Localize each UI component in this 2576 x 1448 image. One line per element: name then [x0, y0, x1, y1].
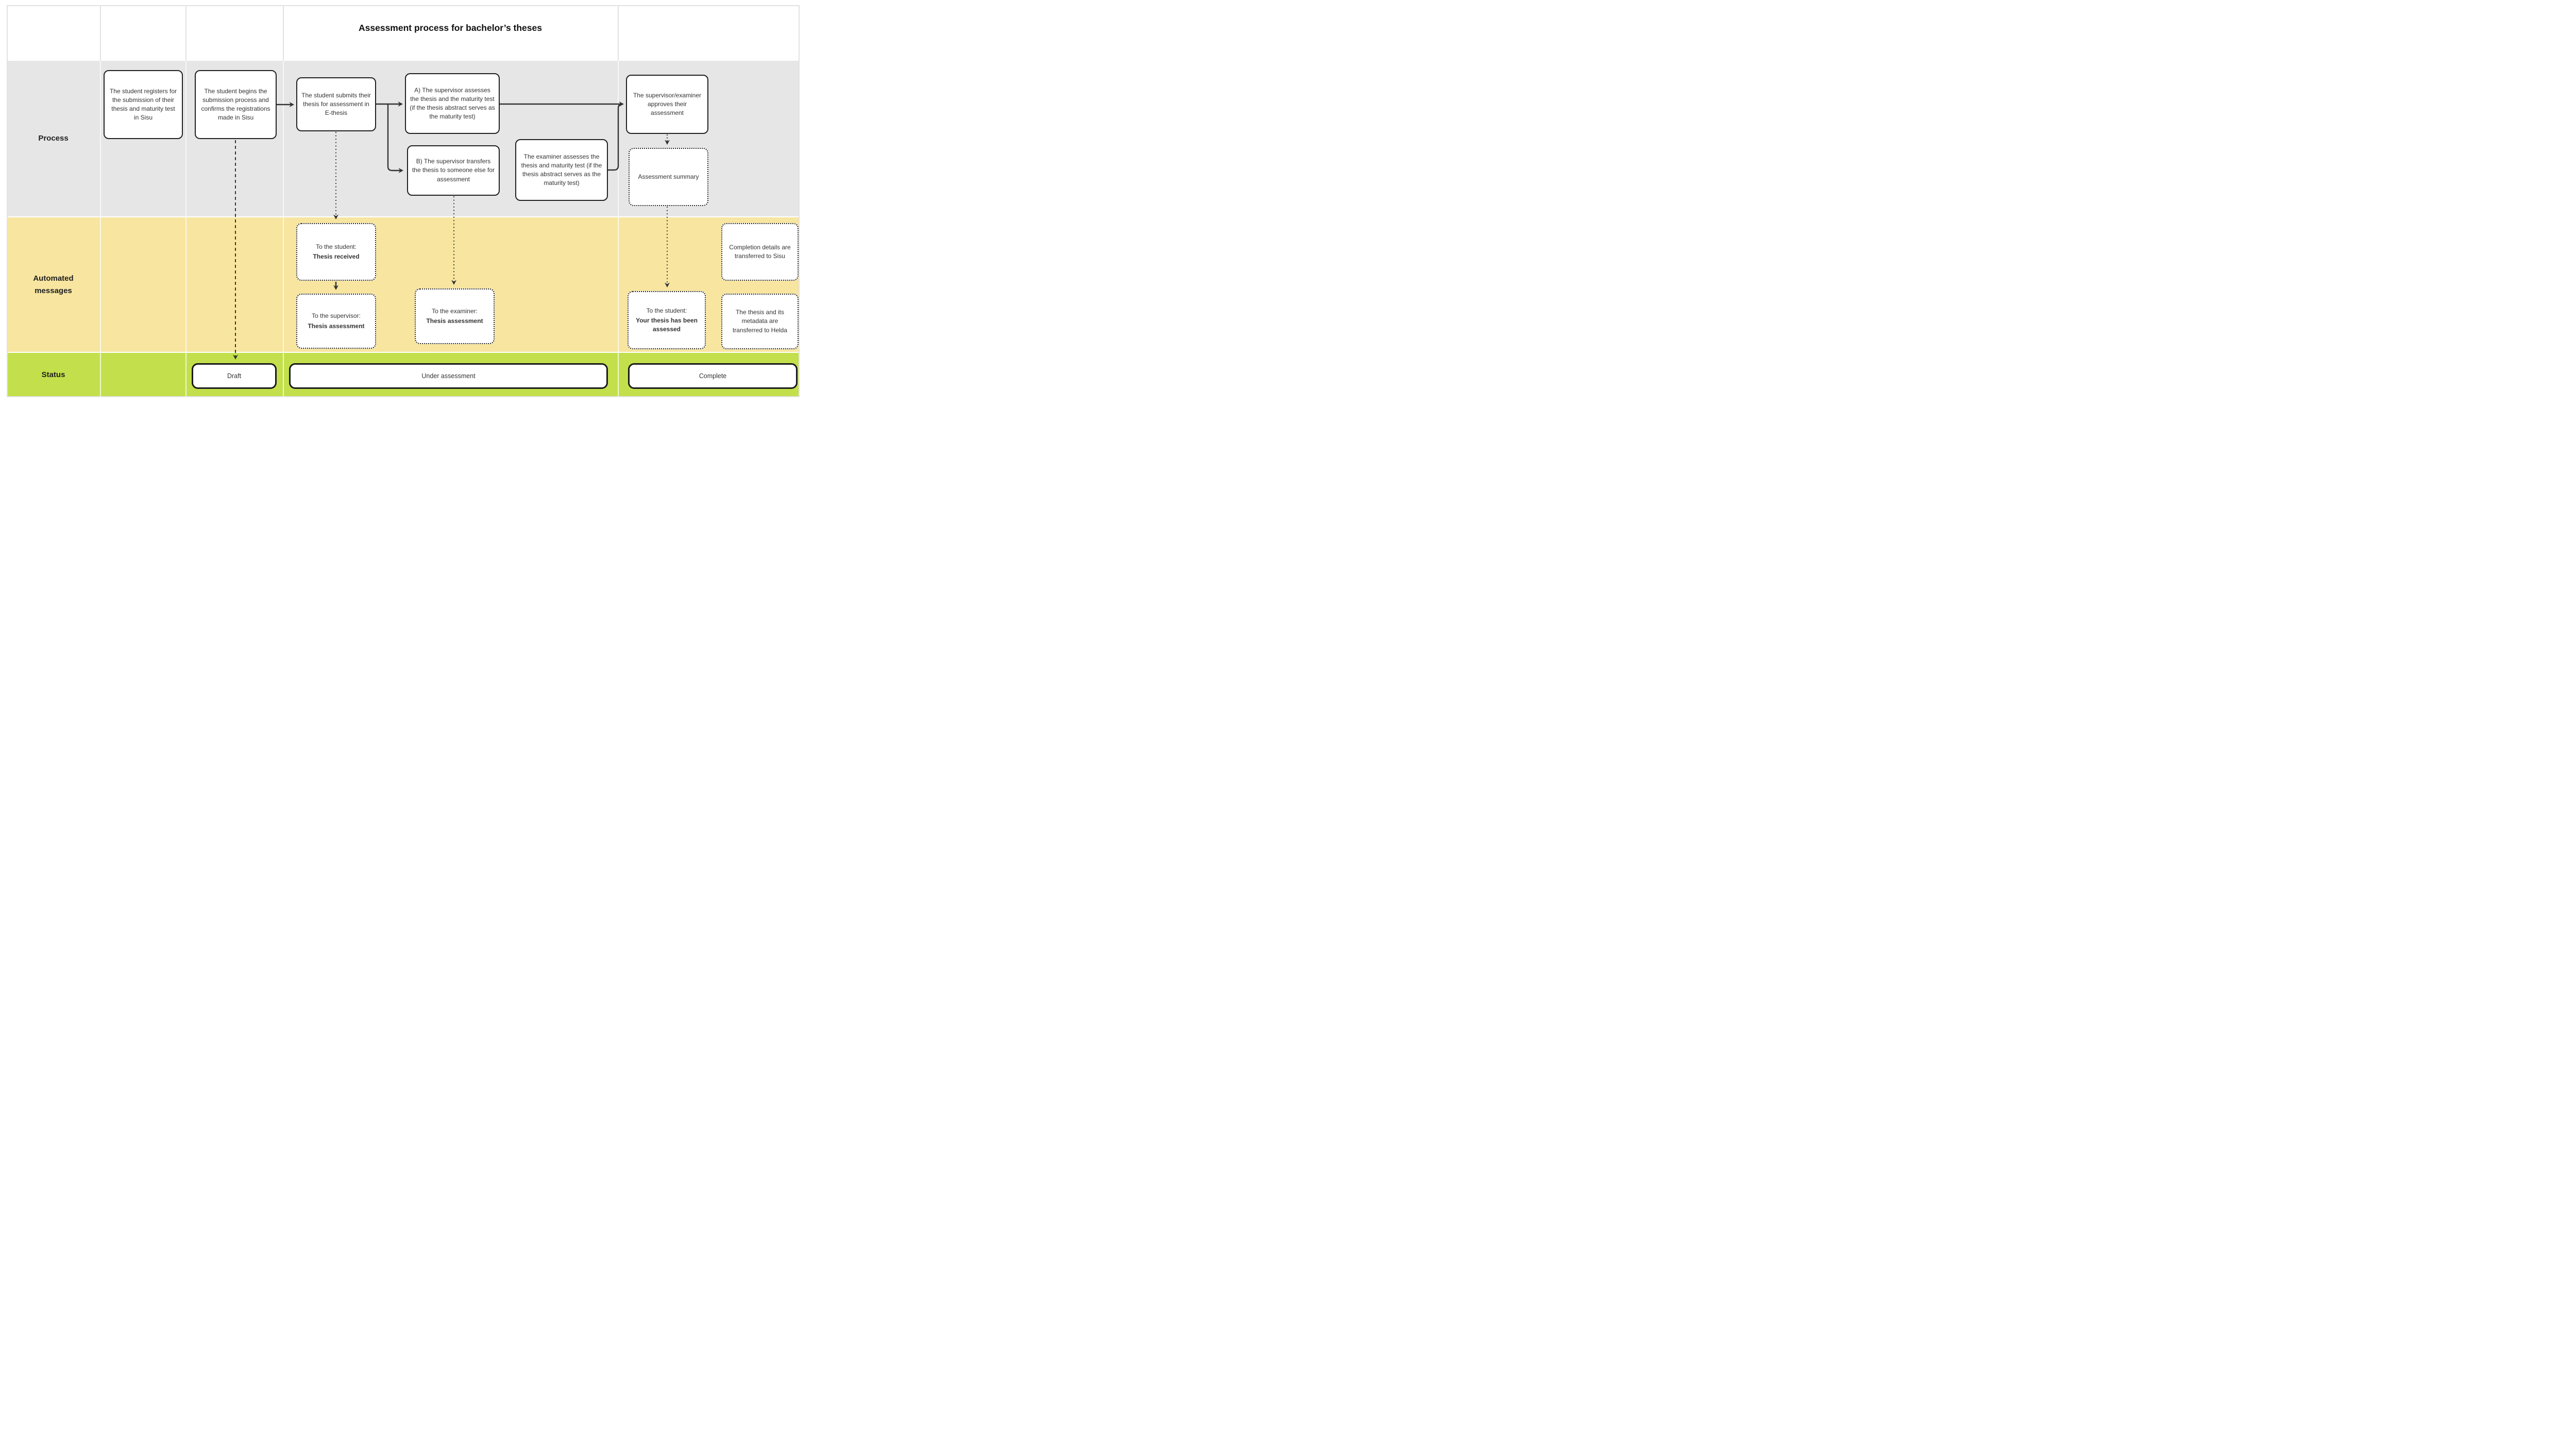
message-box-completion-sisu-text: Completion details are transferred to Si…	[729, 243, 791, 260]
process-box-submit-ethesis-text: The student submits their thesis for ass…	[301, 91, 371, 117]
message-box-thesis-helda: The thesis and its metadata are transfer…	[721, 294, 799, 349]
status-box-draft-label: Draft	[227, 372, 242, 380]
frame-left-border	[7, 5, 8, 397]
message-box-student-thesis-assessed: To the student: Your thesis has been ass…	[628, 291, 706, 349]
status-box-complete-label: Complete	[699, 372, 727, 380]
status-box-draft: Draft	[192, 363, 277, 389]
message-subject: Thesis assessment	[426, 317, 483, 325]
message-subject: Thesis received	[313, 253, 360, 260]
process-box-supervisor-transfers-text: B) The supervisor transfers the thesis t…	[412, 158, 495, 183]
process-box-assessment-summary-text: Assessment summary	[638, 173, 699, 180]
lane-label-process: Process	[7, 61, 100, 216]
status-box-under-assessment-label: Under assessment	[421, 372, 476, 380]
message-subject: Your thesis has been assessed	[636, 316, 698, 333]
column-divider	[185, 5, 187, 61]
process-box-assessment-summary: Assessment summary	[629, 148, 708, 206]
column-divider	[618, 5, 619, 61]
message-to: To the student:	[646, 306, 687, 314]
message-to: To the student:	[316, 243, 357, 250]
message-box-completion-sisu: Completion details are transferred to Si…	[721, 223, 799, 281]
process-box-supervisor-assesses: A) The supervisor assesses the thesis an…	[405, 73, 500, 134]
process-box-register: The student registers for the submission…	[104, 70, 183, 139]
page-title: Assessment process for bachelor’s theses	[359, 23, 542, 33]
message-box-supervisor-thesis-assessment: To the supervisor: Thesis assessment	[296, 294, 376, 349]
process-box-begin-submission: The student begins the submission proces…	[195, 70, 277, 139]
process-box-examiner-assesses: The examiner assesses the thesis and mat…	[515, 139, 608, 201]
lane-label-automated-messages: Automated messages	[7, 217, 100, 352]
message-to: To the supervisor:	[312, 312, 361, 320]
process-box-supervisor-assesses-text: A) The supervisor assesses the thesis an…	[410, 86, 495, 121]
column-divider	[283, 61, 284, 397]
column-divider	[100, 61, 101, 397]
process-box-register-text: The student registers for the submission…	[109, 87, 177, 122]
process-box-examiner-assesses-text: The examiner assesses the thesis and mat…	[521, 152, 602, 187]
process-box-begin-submission-text: The student begins the submission proces…	[201, 87, 270, 122]
column-divider	[283, 5, 284, 61]
message-box-thesis-helda-text: The thesis and its metadata are transfer…	[732, 309, 788, 334]
frame-bottom-border	[7, 396, 800, 397]
status-box-under-assessment: Under assessment	[289, 363, 608, 389]
assessment-process-diagram: Process Automated messages Status Assess…	[0, 0, 808, 399]
lane-label-process-text: Process	[38, 134, 69, 143]
lane-label-status: Status	[7, 353, 100, 397]
lane-label-status-text: Status	[41, 370, 65, 379]
status-box-complete: Complete	[628, 363, 798, 389]
message-to: To the examiner:	[432, 307, 478, 315]
process-box-supervisor-transfers: B) The supervisor transfers the thesis t…	[407, 145, 500, 196]
frame-right-border	[799, 5, 800, 397]
frame-top-border	[7, 5, 800, 6]
column-divider	[185, 61, 187, 397]
message-box-thesis-received: To the student: Thesis received	[296, 223, 376, 281]
column-divider	[100, 5, 101, 61]
message-subject: Thesis assessment	[308, 322, 365, 330]
process-box-approve-assessment-text: The supervisor/examiner approves their a…	[633, 91, 702, 117]
column-divider	[618, 61, 619, 397]
process-box-approve-assessment: The supervisor/examiner approves their a…	[626, 75, 708, 134]
lane-label-automated-messages-text: Automated messages	[33, 274, 74, 295]
process-box-submit-ethesis: The student submits their thesis for ass…	[296, 77, 376, 131]
message-box-examiner-thesis-assessment: To the examiner: Thesis assessment	[415, 288, 495, 344]
